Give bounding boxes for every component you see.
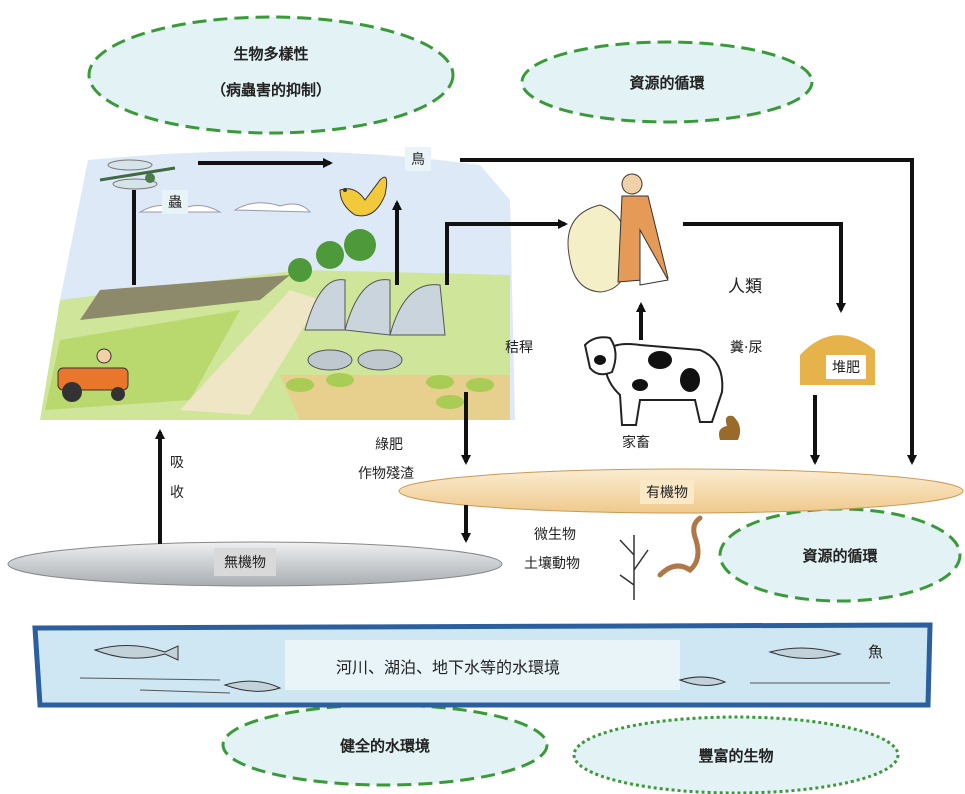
root-icon	[619, 535, 649, 600]
water-environment-label: 河川、湖泊、地下水等的水環境	[336, 658, 561, 677]
cow-icon	[583, 336, 724, 426]
green-manure-label: 綠肥	[375, 437, 403, 453]
earthworm-icon	[657, 515, 703, 578]
bird-label: 鳥	[405, 147, 431, 171]
person-icon	[567, 173, 669, 293]
rich-life-oval	[572, 715, 900, 794]
microbes-label: 微生物	[534, 527, 576, 543]
dung-icon	[718, 415, 741, 440]
resource-cycle-right-label: 資源的循環	[802, 547, 878, 565]
insect-label: 蟲	[162, 190, 188, 214]
farm-illustration	[40, 151, 515, 420]
absorb-label-bottom: 收	[170, 485, 184, 501]
absorb-label-top: 吸	[170, 455, 184, 471]
resource-cycle-top-label: 資源的循環	[629, 74, 705, 92]
livestock-label: 家畜	[622, 435, 650, 451]
fish-label: 魚	[868, 643, 884, 661]
healthy-water-oval	[221, 703, 549, 787]
soil-animals-label: 土壤動物	[524, 556, 580, 572]
bird-icon	[339, 176, 388, 217]
biodiversity-title: 生物多樣性	[233, 45, 309, 63]
crop-residue-label: 作物殘渣	[358, 466, 414, 482]
human-label: 人類	[728, 277, 762, 297]
rich-life-label: 豐富的生物	[698, 747, 774, 765]
flow-arrows	[132, 158, 917, 544]
straw-label: 秸稈	[505, 340, 533, 356]
dragonfly-icon	[99, 159, 176, 190]
compost-label: 堆肥	[826, 355, 866, 379]
resource-cycle-top-oval	[520, 40, 814, 124]
biodiversity-oval	[87, 15, 455, 135]
fish-icon	[79, 644, 890, 694]
manure-label: 糞·尿	[730, 340, 763, 356]
organic-matter-label: 有機物	[640, 480, 694, 504]
inorganic-matter-label: 無機物	[214, 548, 276, 576]
biodiversity-subtitle: （病蟲害的抑制）	[210, 81, 332, 99]
healthy-water-label: 健全的水環境	[339, 737, 431, 755]
